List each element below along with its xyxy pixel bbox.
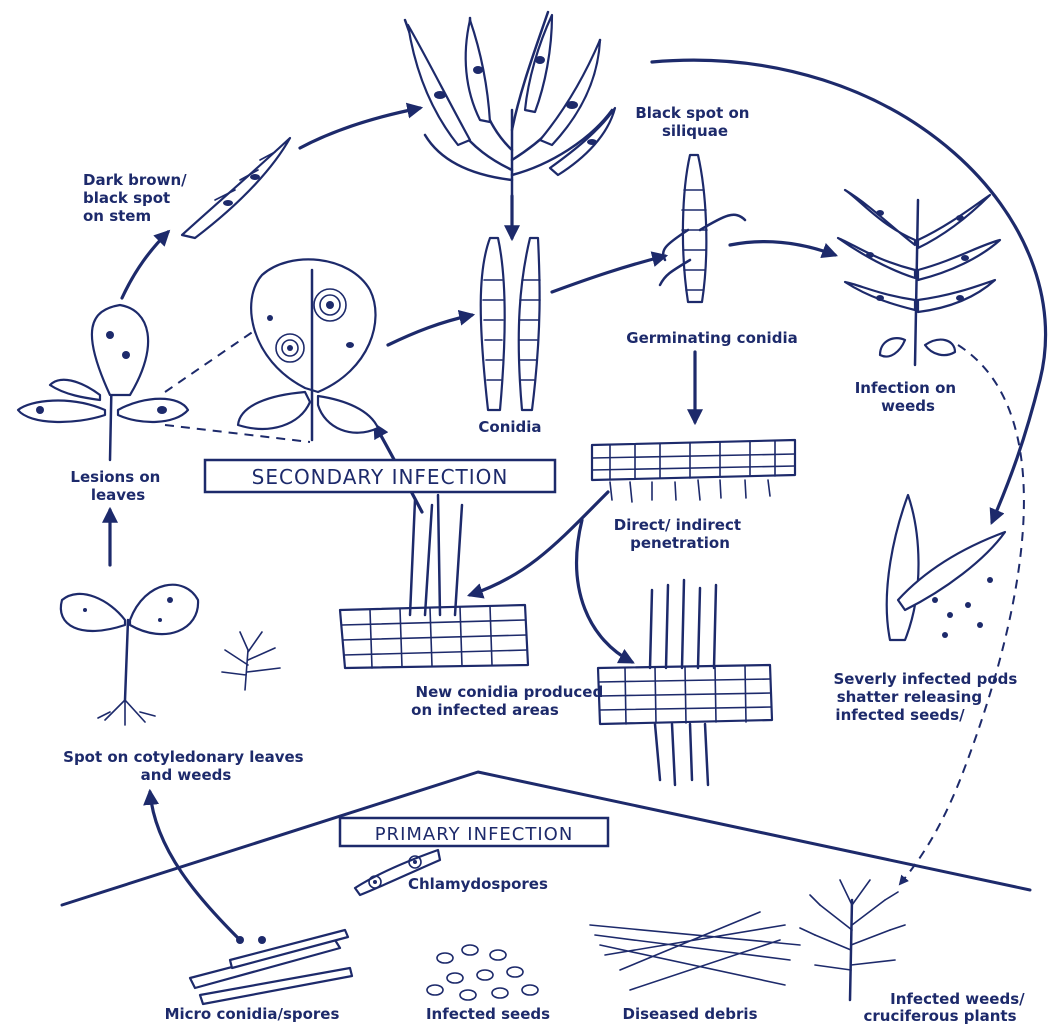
cycle-arrows — [110, 60, 1046, 938]
black-spot-siliquae-label: Black spot on siliquae — [635, 104, 754, 140]
penetration-tissue-illustration — [592, 440, 795, 502]
arrow-conidia-to-germinating — [552, 256, 665, 292]
conidia-illustration — [481, 238, 540, 410]
arrow-leaf-to-conidia — [388, 315, 472, 345]
weeds-infection-illustration — [838, 190, 1000, 365]
micro-conidia-label: Micro conidia/spores — [165, 1005, 340, 1023]
arrow-penetration-to-new-conidia — [470, 492, 608, 595]
cotyledonary-label: Spot on cotyledonary leaves and weeds — [63, 748, 309, 784]
dark-brown-stem-label: Dark brown/ black spot on stem — [83, 171, 192, 225]
penetration-label: Direct/ indirect penetration — [614, 516, 747, 552]
dashed-leaf-connector-bottom — [165, 425, 310, 442]
lesions-on-leaves-label: Lesions on leaves — [70, 468, 165, 504]
arrow-leaves-to-stem — [122, 232, 168, 298]
arrow-microconidia-to-cotyledon — [150, 792, 238, 938]
germinating-conidia-label: Germinating conidia — [626, 329, 797, 347]
infected-seeds-label: Infected seeds — [426, 1005, 550, 1023]
cruciferous-weeds-illustration — [800, 880, 905, 1000]
conidia-label: Conidia — [478, 418, 541, 436]
dashed-weeds-to-cruciferous — [900, 345, 1024, 884]
sporulation-tissue-illustration — [598, 580, 772, 785]
new-conidia-label: New conidia produced on infected areas — [411, 683, 608, 719]
cotyledon-seedling-illustration — [61, 585, 198, 725]
infected-pods-label: Severly infected pods shatter releasing … — [833, 670, 1022, 724]
diseased-debris-label: Diseased debris — [623, 1005, 758, 1023]
siliquae-illustration — [405, 12, 615, 196]
infected-seeds-illustration — [427, 945, 538, 1000]
arrow-stem-to-siliquae — [300, 108, 420, 148]
diseased-debris-illustration — [590, 912, 800, 990]
stem-illustration — [182, 138, 290, 238]
secondary-infection-label: SECONDARY INFECTION — [252, 465, 509, 489]
germinating-conidia-illustration — [660, 155, 745, 302]
small-weed-illustration — [222, 632, 280, 690]
small-leaf-illustration — [18, 305, 188, 460]
primary-infection-label: PRIMARY INFECTION — [375, 824, 574, 845]
infected-pods-illustration — [887, 495, 1005, 640]
arrow-germinating-to-weeds — [730, 242, 835, 255]
chlamydospores-label: Chlamydospores — [408, 875, 548, 893]
arrow-penetration-to-tissue — [577, 520, 632, 662]
large-leaf-illustration — [238, 259, 378, 440]
micro-conidia-illustration — [190, 930, 352, 1004]
cruciferous-label: Infected weeds/ cruciferous plants — [863, 990, 1029, 1025]
infection-on-weeds-label: Infection on weeds — [855, 379, 962, 415]
